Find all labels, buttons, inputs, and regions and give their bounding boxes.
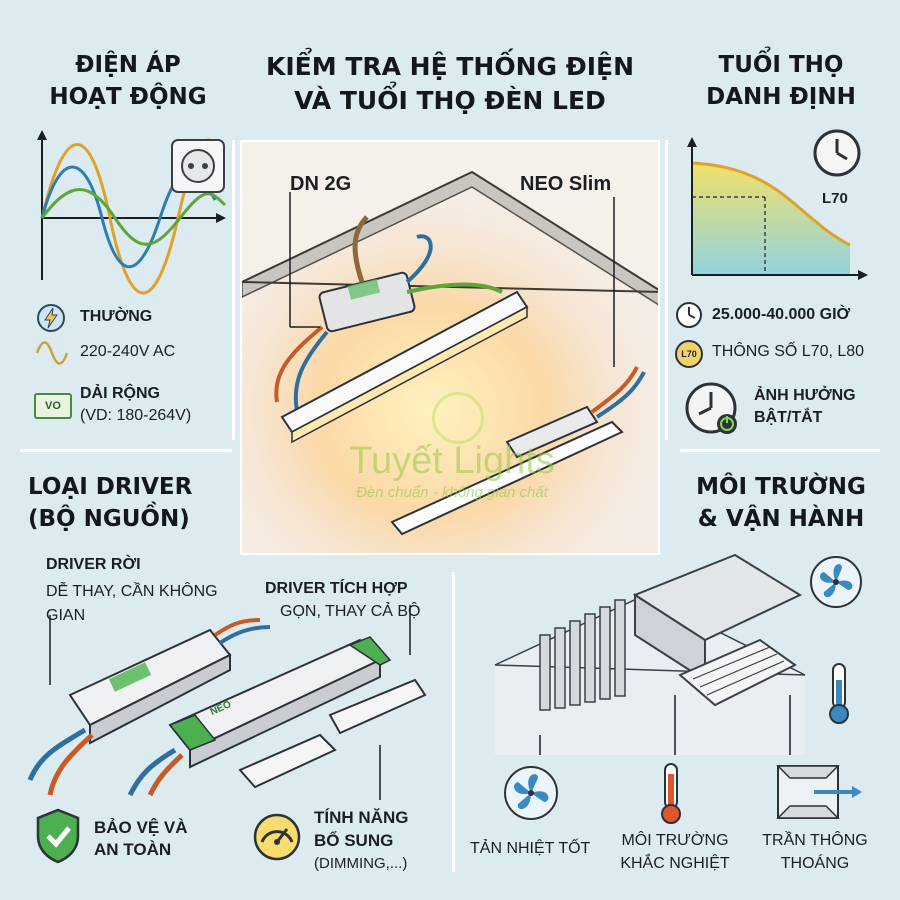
shield-check-icon (36, 808, 80, 864)
watermark-line-1: Tuyết Lights (349, 440, 555, 482)
l70-badge-icon: L70 (675, 340, 703, 368)
harsh-thermometer-icon (661, 763, 681, 824)
voltage-wide-value: (VD: 180-264V) (80, 407, 192, 424)
wide-range-icon-text: VO (45, 400, 61, 412)
gauge-icon (253, 813, 301, 861)
ceiling-label-1: TRẦN THÔNG (762, 832, 868, 849)
driver-separate-desc-1: DỄ THAY, CẦN KHÔNG (46, 583, 218, 600)
onoff-label-2: BẬT/TẮT (754, 409, 823, 426)
sine-wave-icon (35, 341, 69, 365)
cooling-label: TẢN NHIỆT TỐT (470, 840, 591, 857)
feature-label-3: (DIMMING,...) (314, 855, 408, 872)
driver-integrated-title: DRIVER TÍCH HỢP (265, 580, 408, 597)
driver-separate-desc-2: GIAN (46, 607, 86, 624)
lifetime-hours: 25.000-40.000 GIỜ (712, 306, 851, 323)
driver-separate-title: DRIVER RỜI (46, 556, 141, 573)
on-off-clock-icon (685, 382, 737, 434)
divider-left-vertical (232, 140, 235, 440)
lifetime-heading: TUỔI THỌ DANH ĐỊNH (676, 52, 886, 111)
divider-right-vertical (665, 140, 668, 440)
protect-label-2: AN TOÀN (94, 840, 172, 859)
small-clock-icon (676, 302, 702, 328)
lifetime-spec: THÔNG SỐ L70, L80 (712, 343, 865, 360)
driver-heading-line-1: LOẠI DRIVER (28, 474, 193, 500)
lightning-icon (37, 304, 65, 332)
thermometer-icon (829, 663, 849, 724)
harsh-label-1: MÔI TRƯỜNG (621, 832, 729, 849)
neo-slim-label: NEO Slim (520, 173, 612, 195)
center-illustration-panel: Tuyết Lights Đèn chuẩn - không gian chất (240, 140, 660, 555)
voltage-normal-label: THƯỜNG (80, 308, 153, 325)
harsh-label-2: KHẮC NGHIỆT (620, 855, 730, 872)
l70-chart-label: L70 (822, 190, 848, 207)
voltage-heading: ĐIỆN ÁP HOẠT ĐỘNG (28, 52, 228, 111)
fan-icon (810, 556, 862, 608)
watermark-line-2: Đèn chuẩn - không gian chất (356, 484, 548, 501)
clock-icon (813, 129, 861, 177)
page-title: KIỂM TRA HỆ THỐNG ĐIỆN VÀ TUỔI THỌ ĐÈN L… (240, 52, 660, 116)
driver-heading-line-2: (BỘ NGUỒN) (28, 505, 190, 532)
dn2g-label: DN 2G (290, 173, 352, 195)
divider-right-horizontal (680, 449, 880, 452)
divider-left-horizontal (20, 449, 232, 452)
environment-illustration (494, 553, 806, 755)
driver-illustration (27, 605, 427, 800)
feature-label-2: BỔ SUNG (314, 831, 394, 850)
driver-integrated-desc: GỌN, THAY CẢ BỘ (280, 603, 421, 620)
wave-green (40, 188, 227, 246)
title-line-1: KIỂM TRA HỆ THỐNG ĐIỆN (265, 52, 635, 81)
ventilated-ceiling-icon (776, 765, 862, 819)
power-outlet-icon (171, 139, 225, 193)
ceiling-label-2: THOÁNG (780, 855, 850, 872)
ceiling-fixture-illustration (242, 142, 658, 553)
divider-bottom-vertical (452, 572, 455, 872)
feature-label-1: TÍNH NĂNG (314, 808, 409, 827)
wide-range-icon: VO (34, 393, 72, 419)
voltage-heading-line-1: ĐIỆN ÁP (75, 52, 181, 78)
l70-badge-text: L70 (681, 349, 697, 359)
lumen-decay-graph (687, 137, 868, 280)
title-line-2: VÀ TUỔI THỌ ĐÈN LED (294, 86, 606, 115)
environment-heading-line-1: MÔI TRƯỜNG (696, 474, 866, 500)
onoff-label-1: ẢNH HƯỞNG (754, 387, 856, 404)
voltage-normal-value: 220-240V AC (80, 343, 176, 360)
driver-heading: LOẠI DRIVER (BỘ NGUỒN) (28, 474, 240, 533)
environment-heading: MÔI TRƯỜNG & VẬN HÀNH (676, 474, 886, 533)
watermark-bulb-icon (432, 392, 484, 444)
environment-heading-line-2: & VẬN HÀNH (697, 505, 865, 532)
cooling-fan-icon (504, 766, 558, 820)
lifetime-heading-line-1: TUỔI THỌ (718, 52, 844, 78)
lifetime-heading-line-2: DANH ĐỊNH (706, 83, 856, 110)
voltage-heading-line-2: HOẠT ĐỘNG (49, 83, 207, 110)
voltage-wide-label: DẢI RỘNG (80, 385, 160, 402)
protect-label-1: BẢO VỆ VÀ (94, 818, 188, 837)
